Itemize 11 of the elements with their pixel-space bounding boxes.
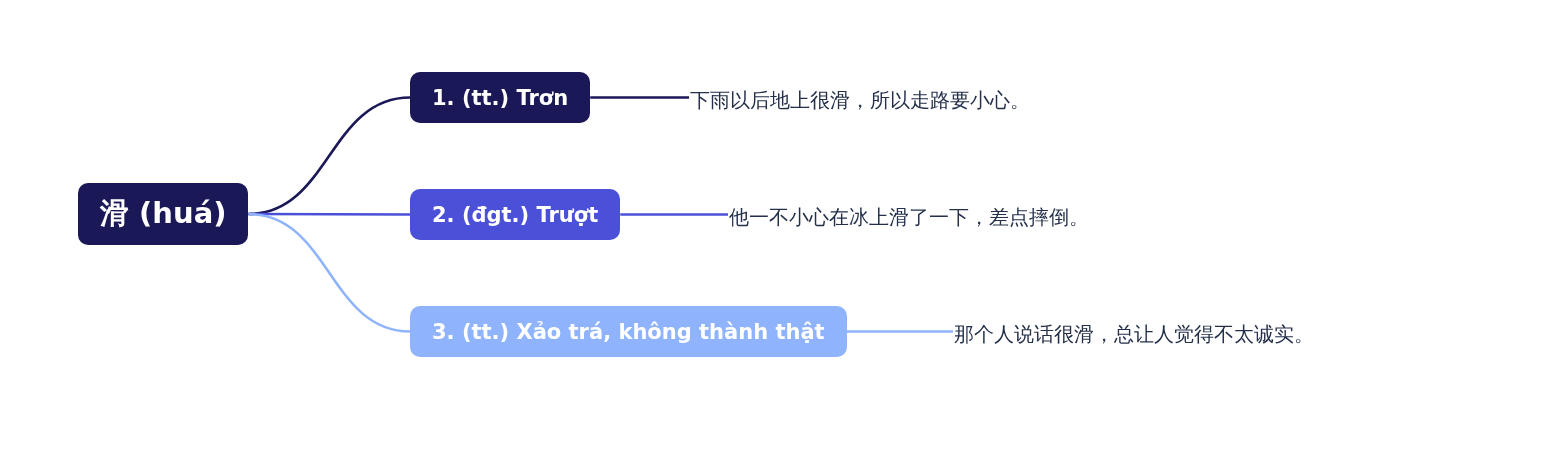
- meaning-box: 3. (tt.) Xảo trá, không thành thật: [410, 306, 847, 357]
- meaning-box: 2. (đgt.) Trượt: [410, 189, 621, 240]
- connector-line: [248, 212, 411, 333]
- meaning-box: 1. (tt.) Trơn: [410, 72, 591, 123]
- example-sentence: 那个人说话很滑，总让人觉得不太诚实。: [954, 320, 1314, 348]
- connector-line: [590, 96, 689, 99]
- example-sentence: 他一不小心在冰上滑了一下，差点摔倒。: [729, 203, 1089, 231]
- topic-box: 滑 (huá): [78, 183, 249, 245]
- connector-line: [846, 330, 953, 333]
- example-sentence: 下雨以后地上很滑，所以走路要小心。: [690, 86, 1030, 114]
- connector-line: [620, 213, 728, 216]
